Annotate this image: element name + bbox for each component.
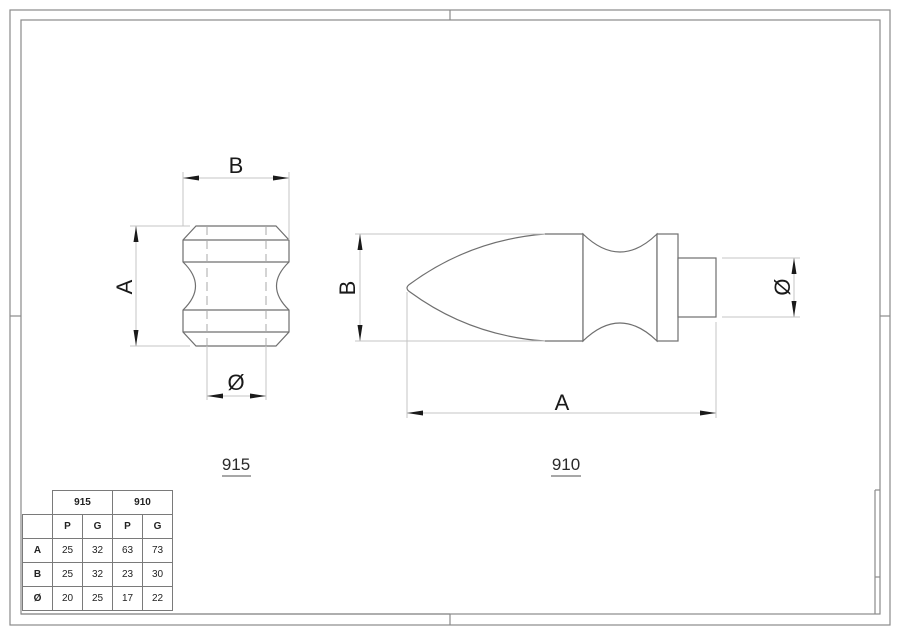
arrow-down-icon xyxy=(791,301,797,317)
part-915-dim-a-label: A xyxy=(112,279,137,294)
table-cell: 30 xyxy=(142,562,173,587)
table-subheader-row: P G P G xyxy=(22,514,173,539)
arrow-down-icon xyxy=(357,325,363,341)
part-910-waist-outline xyxy=(582,232,658,343)
part-910-label: 910 xyxy=(552,455,580,474)
table-cell: 63 xyxy=(112,538,143,563)
part-910-dim-dia-label: Ø xyxy=(770,278,795,295)
table-subheader: P xyxy=(52,514,83,539)
arrow-up-icon xyxy=(791,258,797,274)
table-cell: 73 xyxy=(142,538,173,563)
arrow-right-icon xyxy=(273,175,289,181)
part-910-pin xyxy=(677,257,717,318)
arrow-up-icon xyxy=(357,234,363,250)
table-cell: 32 xyxy=(82,538,113,563)
part-910-dim-b-label: B xyxy=(335,281,360,296)
table-cell: 17 xyxy=(112,586,143,611)
table-row: Ø 20 25 17 22 xyxy=(22,586,173,611)
part-915-outline xyxy=(182,225,290,347)
arrow-left-icon xyxy=(183,175,199,181)
arrow-right-icon xyxy=(700,410,716,416)
table-cell: 25 xyxy=(52,538,83,563)
part-910-collar xyxy=(656,233,679,342)
part-915-label: 915 xyxy=(222,455,250,474)
table-group-915: 915 xyxy=(52,490,113,515)
arrow-right-icon xyxy=(250,393,266,399)
table-group-910: 910 xyxy=(112,490,173,515)
table-cell: 25 xyxy=(52,562,83,587)
table-row-label: A xyxy=(22,538,53,563)
table-subheader: P xyxy=(112,514,143,539)
table-cell: 25 xyxy=(82,586,113,611)
part-915-dim-dia-label: Ø xyxy=(227,370,244,395)
part-910-drawing xyxy=(355,232,800,418)
table-corner-cell xyxy=(22,490,53,515)
part-910-dim-a-label: A xyxy=(555,390,570,415)
part-915-drawing xyxy=(130,172,290,400)
table-cell: 32 xyxy=(82,562,113,587)
arrow-down-icon xyxy=(133,330,139,346)
arrow-up-icon xyxy=(133,226,139,242)
table-cell: 22 xyxy=(142,586,173,611)
table-subheader: G xyxy=(82,514,113,539)
table-subheader: G xyxy=(142,514,173,539)
drawing-frame xyxy=(9,9,891,626)
arrow-left-icon xyxy=(207,393,223,399)
dimensions-table: 915 910 P G P G A 25 32 63 73 B 25 32 23… xyxy=(22,490,173,611)
table-row: B 25 32 23 30 xyxy=(22,562,173,587)
arrow-left-icon xyxy=(407,410,423,416)
table-cell: 23 xyxy=(112,562,143,587)
part-915-dim-b-label: B xyxy=(229,153,244,178)
table-group-header-row: 915 910 xyxy=(22,490,173,515)
table-empty-cell xyxy=(22,514,53,539)
table-row: A 25 32 63 73 xyxy=(22,538,173,563)
table-cell: 20 xyxy=(52,586,83,611)
part-910-tip-outline xyxy=(406,233,584,342)
table-row-label: Ø xyxy=(22,586,53,611)
table-row-label: B xyxy=(22,562,53,587)
